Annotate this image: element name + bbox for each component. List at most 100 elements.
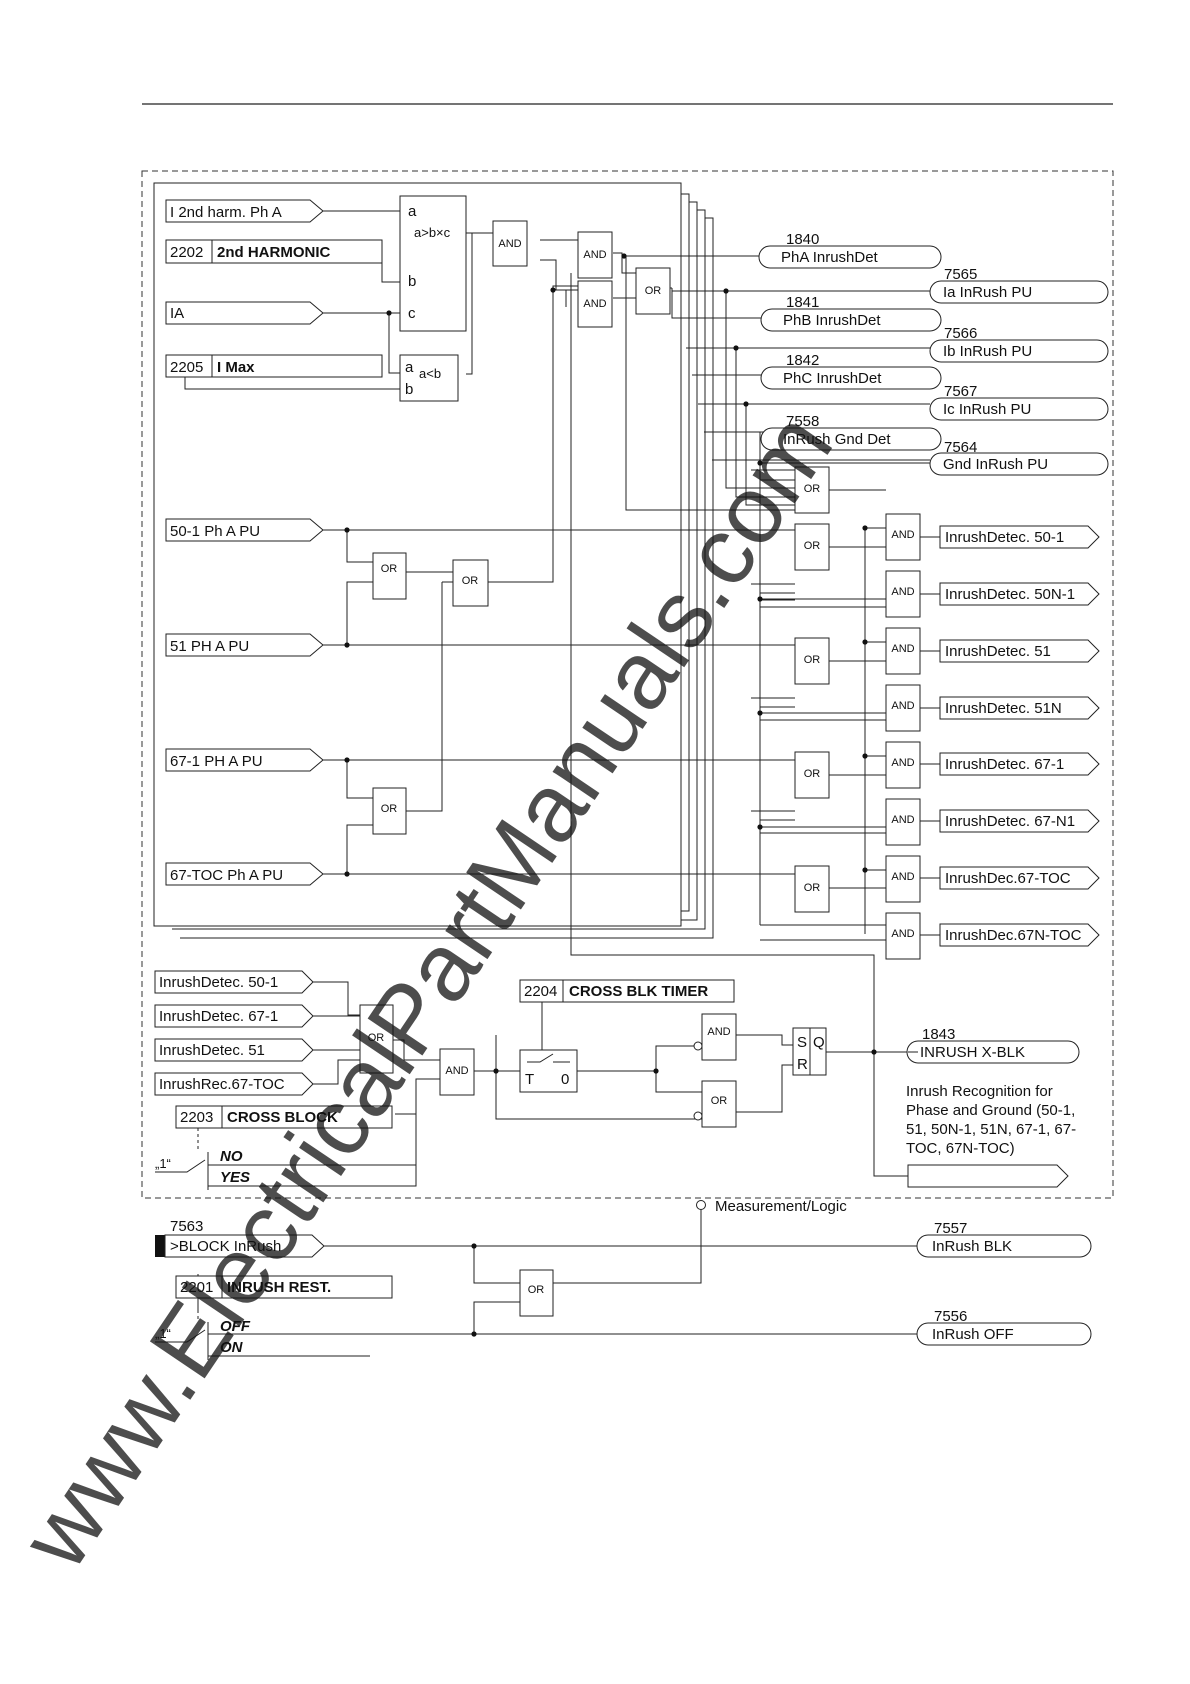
- ff-s: S: [797, 1034, 807, 1051]
- input-50-1-label: 50-1 Ph A PU: [170, 523, 260, 540]
- gate-and-cross-label: AND: [445, 1065, 468, 1077]
- switch-inrush-rest: [155, 1298, 418, 1360]
- output-1840-label: PhA InrushDet: [781, 249, 879, 266]
- output-7566: 7566 Ib InRush PU: [929, 325, 1109, 363]
- cmp2-expr: a<b: [419, 366, 441, 381]
- cmp1-b: b: [408, 273, 416, 290]
- or-bank-4-label: OR: [804, 768, 821, 780]
- det-51-label: InrushDetec. 51: [945, 643, 1051, 660]
- inrush-note: Inrush Recognition for Phase and Ground …: [906, 1083, 1076, 1157]
- gate-or-phase-label: OR: [645, 285, 662, 297]
- output-1841-label: PhB InrushDet: [783, 312, 881, 329]
- and-bank-5-label: AND: [891, 757, 914, 769]
- output-1843: 1843 INRUSH X-BLK: [906, 1026, 1080, 1064]
- param-2204-number: 2204: [524, 983, 557, 1000]
- input-block-number: 7563: [170, 1218, 203, 1235]
- param-2205: 2205 I Max: [165, 354, 383, 378]
- param-2201-name: INRUSH REST.: [227, 1279, 331, 1296]
- cmp2-a: a: [405, 359, 414, 376]
- output-7556-number: 7556: [934, 1308, 967, 1325]
- output-1842-number: 1842: [786, 352, 819, 369]
- param-2201: 2201 INRUSH REST.: [175, 1275, 393, 1299]
- output-7564-number: 7564: [944, 439, 977, 456]
- output-7564-label: Gnd InRush PU: [943, 456, 1048, 473]
- output-7558-label: InRush Gnd Det: [783, 431, 891, 448]
- gate-and-timer-label: AND: [707, 1026, 730, 1038]
- boundary-marker: [696, 1200, 706, 1210]
- param-2205-number: 2205: [170, 359, 203, 376]
- detection-outputs: InrushDetec. 50-1 InrushDetec. 50N-1 Inr…: [939, 525, 1100, 947]
- sr-flipflop: S Q R: [792, 1027, 827, 1076]
- gate-or-50-51: OR: [372, 552, 407, 600]
- input-67-1-label: 67-1 PH A PU: [170, 753, 263, 770]
- output-7565-number: 7565: [944, 266, 977, 283]
- comparator-harmonic: a a>b×c b c: [399, 195, 467, 332]
- output-7557: 7557 InRush BLK: [916, 1220, 1092, 1258]
- gate-and-2: AND: [577, 231, 613, 279]
- output-1840-number: 1840: [786, 231, 819, 248]
- switch-ir-off: OFF: [220, 1318, 251, 1335]
- cb-67toc-label: InrushRec.67-TOC: [159, 1076, 285, 1093]
- output-7556: 7556 InRush OFF: [916, 1308, 1092, 1346]
- or-bank-5-label: OR: [804, 882, 821, 894]
- gate-or-all: OR: [452, 559, 489, 607]
- or-bank: OR OR OR OR OR: [794, 466, 830, 913]
- det-67-1-label: InrushDetec. 67-1: [945, 756, 1064, 773]
- param-2203-name: CROSS BLOCK: [227, 1109, 338, 1126]
- input-i2nd-harm: I 2nd harm. Ph A: [165, 199, 324, 223]
- input-67-toc-label: 67-TOC Ph A PU: [170, 867, 283, 884]
- and-bank: AND AND AND AND AND AND AND AND: [885, 513, 921, 960]
- output-1843-label: INRUSH X-BLK: [920, 1044, 1025, 1061]
- output-7565-label: Ia InRush PU: [943, 284, 1032, 301]
- and-bank-3-label: AND: [891, 643, 914, 655]
- input-ia-label: IA: [170, 305, 184, 322]
- param-2203: 2203 CROSS BLOCK: [175, 1105, 393, 1129]
- cmp2-b: b: [405, 381, 413, 398]
- or-bank-1-label: OR: [804, 483, 821, 495]
- input-51-label: 51 PH A PU: [170, 638, 249, 655]
- det-67toc-label: InrushDec.67-TOC: [945, 870, 1071, 887]
- cmp1-expr: a>b×c: [414, 225, 451, 240]
- input-ia: IA: [165, 301, 324, 325]
- gate-and-harm-label: AND: [498, 238, 521, 250]
- input-block-label: >BLOCK InRush: [170, 1238, 281, 1255]
- boundary-label: Measurement/Logic: [715, 1198, 847, 1215]
- output-7566-number: 7566: [944, 325, 977, 342]
- cb-51-label: InrushDetec. 51: [159, 1042, 265, 1059]
- param-2202: 2202 2nd HARMONIC: [165, 239, 383, 264]
- output-1842-label: PhC InrushDet: [783, 370, 882, 387]
- gate-or-block: OR: [519, 1269, 554, 1317]
- det-50-1-label: InrushDetec. 50-1: [945, 529, 1064, 546]
- output-7557-number: 7557: [934, 1220, 967, 1237]
- or-bank-3-label: OR: [804, 654, 821, 666]
- output-7564: 7564 Gnd InRush PU: [929, 439, 1109, 476]
- cmp1-a: a: [408, 203, 417, 220]
- gate-and-timer: AND: [693, 1013, 737, 1061]
- gate-or-cross-label: OR: [368, 1032, 385, 1044]
- output-7567-label: Ic InRush PU: [943, 401, 1031, 418]
- det-51n-label: InrushDetec. 51N: [945, 700, 1062, 717]
- det-67-n1-label: InrushDetec. 67-N1: [945, 813, 1075, 830]
- gate-and-harm: AND: [492, 220, 528, 267]
- and-bank-1-label: AND: [891, 529, 914, 541]
- input-67-toc: 67-TOC Ph A PU: [165, 862, 324, 886]
- gate-or-all-label: OR: [462, 575, 479, 587]
- output-1841-number: 1841: [786, 294, 819, 311]
- function-boundary: [141, 170, 1114, 1199]
- det-50n-1-label: InrushDetec. 50N-1: [945, 586, 1075, 603]
- gate-and-2-label: AND: [583, 249, 606, 261]
- param-2204-name: CROSS BLK TIMER: [569, 983, 708, 1000]
- gate-or-phase: OR: [635, 267, 671, 315]
- output-7558: 7558 InRush Gnd Det: [760, 413, 942, 451]
- output-1842: 1842 PhC InrushDet: [760, 352, 942, 390]
- output-7557-label: InRush BLK: [932, 1238, 1012, 1255]
- gate-or-timer-label: OR: [711, 1095, 728, 1107]
- det-67ntoc-label: InrushDec.67N-TOC: [945, 927, 1082, 944]
- switch-cb-one: „1“: [155, 1156, 171, 1171]
- note-line-3: 51, 50N-1, 51N, 67-1, 67-: [906, 1121, 1076, 1138]
- switch-cb-yes: YES: [220, 1169, 250, 1186]
- ff-r: R: [797, 1056, 808, 1073]
- param-2205-name: I Max: [217, 359, 255, 376]
- comparator-imax: a a<b b: [399, 354, 459, 402]
